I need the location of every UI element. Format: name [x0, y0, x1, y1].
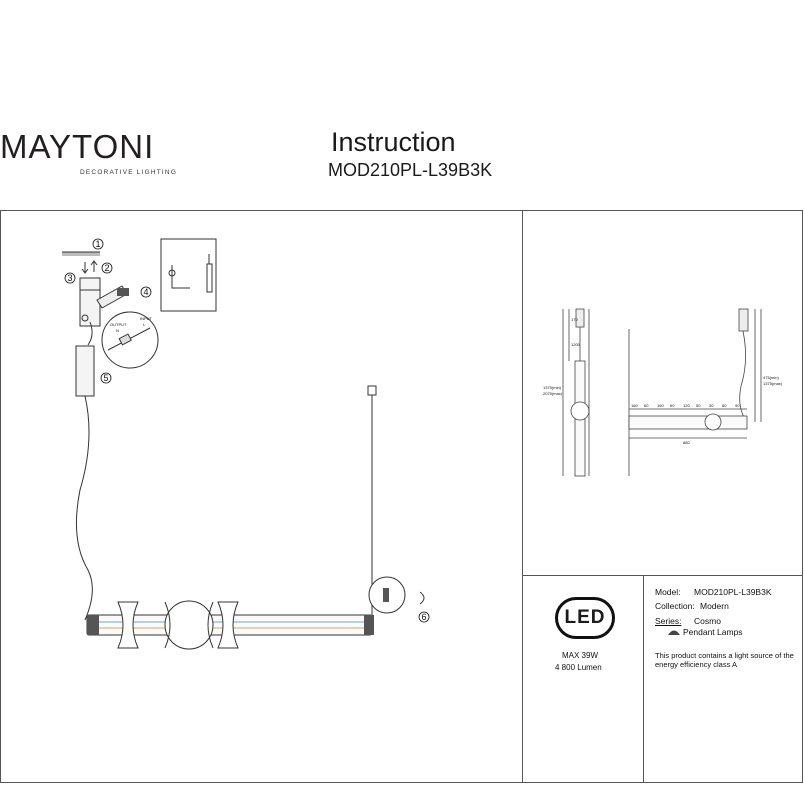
energy-line-2: energy efficiency class A — [655, 660, 737, 669]
brand-logo: MAYTONI — [0, 128, 155, 165]
led-lumen: 4 800 Lumen — [555, 663, 602, 672]
dim-total: 880 — [683, 440, 690, 445]
wiring-n: N — [116, 328, 119, 333]
dim-seg-8: 60 — [722, 403, 727, 408]
step-5: 5 — [103, 373, 108, 383]
dim-seg-4: 60 — [670, 403, 675, 408]
step-1-marker — [92, 238, 104, 250]
page-title: Instruction — [331, 127, 456, 157]
dim-1200: 1200 — [571, 342, 581, 347]
led-power: MAX 39W — [562, 651, 599, 660]
pendant-lamp-icon — [668, 630, 680, 635]
dim-2075max: 2075(max) — [543, 391, 563, 396]
dim-seg-3: 150 — [657, 403, 664, 408]
wiring-output: OUTPUT — [110, 322, 127, 327]
step-1: 1 — [95, 239, 100, 249]
step-5-marker — [100, 372, 112, 384]
dim-seg-1: 160 — [631, 403, 638, 408]
step-6: 6 — [421, 612, 426, 622]
energy-line-1: This product contains a light source of … — [655, 651, 794, 660]
dimension-drawing: 170 1200 1375(min) 2075(max) 475(min) 13… — [543, 308, 783, 477]
step-3-marker — [64, 272, 76, 284]
dim-170: 170 — [571, 317, 578, 322]
dim-seg-9: 90 — [735, 403, 740, 408]
dim-1375max: 1375(max) — [763, 381, 783, 386]
divider-info — [643, 575, 644, 783]
dim-475min: 475(min) — [763, 375, 779, 380]
page-model: MOD210PL-L39B3K — [328, 160, 493, 180]
dim-seg-7: 30 — [709, 403, 714, 408]
step-3: 3 — [67, 273, 72, 283]
led-badge: LED — [555, 597, 615, 639]
dim-seg-6: 50 — [696, 403, 701, 408]
step-4-marker — [140, 286, 152, 298]
ceiling-hatch — [62, 252, 100, 256]
brand-tagline: DECORATIVE LIGHTING — [80, 169, 178, 176]
step-6-marker — [418, 611, 430, 623]
step-2: 2 — [104, 263, 109, 273]
dim-1375min: 1375(min) — [543, 385, 562, 390]
type-value: Pendant Lamps — [683, 627, 743, 637]
content-frame — [0, 210, 803, 783]
step-4: 4 — [143, 287, 148, 297]
wiring-input: INPUT — [140, 316, 153, 321]
collection-label: Collection: — [655, 601, 695, 611]
installation-drawing: 1 2 3 4 5 6 OUTPUT INPUT N L — [62, 238, 430, 650]
collection-value: Modern — [700, 601, 729, 611]
model-value: MOD210PL-L39B3K — [694, 587, 772, 597]
dim-seg-2: 60 — [644, 403, 649, 408]
divider-horizontal — [522, 575, 803, 576]
divider-vertical — [522, 210, 523, 783]
series-label: Series: — [655, 616, 682, 626]
step-2-marker — [101, 262, 113, 274]
wiring-l: L — [143, 322, 146, 327]
model-label: Model: — [655, 587, 681, 597]
series-value: Cosmo — [694, 616, 721, 626]
dim-seg-5: 120 — [683, 403, 690, 408]
